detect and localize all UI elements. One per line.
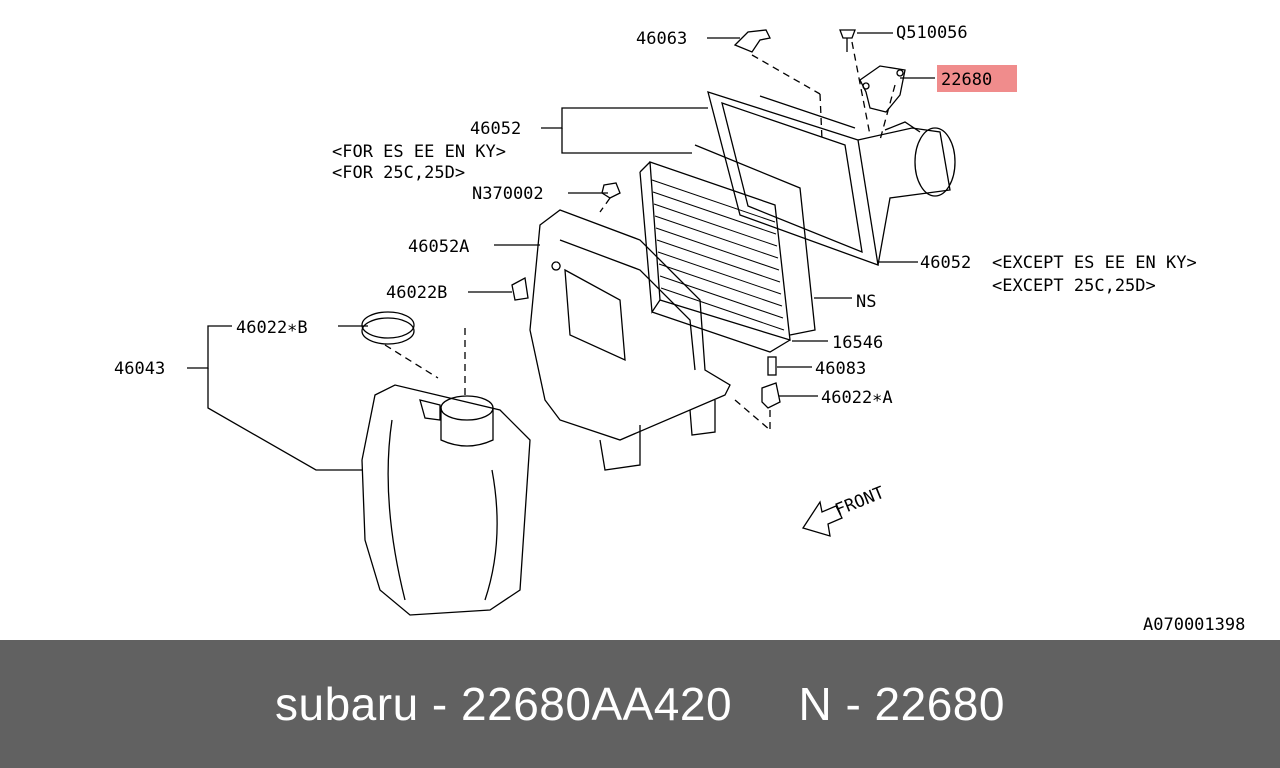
label-for-25c-25d: <FOR 25C,25D>: [332, 163, 465, 183]
label-n370002: N370002: [472, 184, 544, 204]
label-46083: 46083: [815, 359, 866, 379]
label-except-es-ee-en-ky: <EXCEPT ES EE EN KY>: [992, 253, 1197, 273]
label-ns: NS: [856, 292, 876, 312]
part-number-banner: subaru - 22680AA420 N - 22680: [0, 640, 1280, 768]
label-46022-star-a: 46022∗A: [821, 388, 893, 408]
diagram-reference-code: A070001398: [1143, 615, 1245, 635]
label-46052a: 46052A: [408, 237, 469, 257]
exploded-view-drawing: 46063 Q510056 22680 46052 <FOR ES EE EN …: [114, 23, 1245, 635]
highlighted-part-marker: [937, 65, 1017, 92]
label-q510056: Q510056: [896, 23, 968, 43]
label-for-es-ee-en-ky: <FOR ES EE EN KY>: [332, 142, 506, 162]
parts-diagram: 46063 Q510056 22680 46052 <FOR ES EE EN …: [114, 23, 1246, 635]
label-46052-right: 46052: [920, 253, 971, 273]
label-46063: 46063: [636, 29, 687, 49]
label-46022b: 46022B: [386, 283, 447, 303]
label-46052: 46052: [470, 119, 521, 139]
label-22680-highlighted: 22680: [941, 70, 992, 90]
label-16546: 16546: [832, 333, 883, 353]
label-46022-star-b: 46022∗B: [236, 318, 308, 338]
label-front: FRONT: [832, 483, 887, 521]
label-46043: 46043: [114, 359, 165, 379]
label-except-25c-25d: <EXCEPT 25C,25D>: [992, 276, 1156, 296]
part-number-text: subaru - 22680AA420 N - 22680: [275, 678, 1005, 730]
